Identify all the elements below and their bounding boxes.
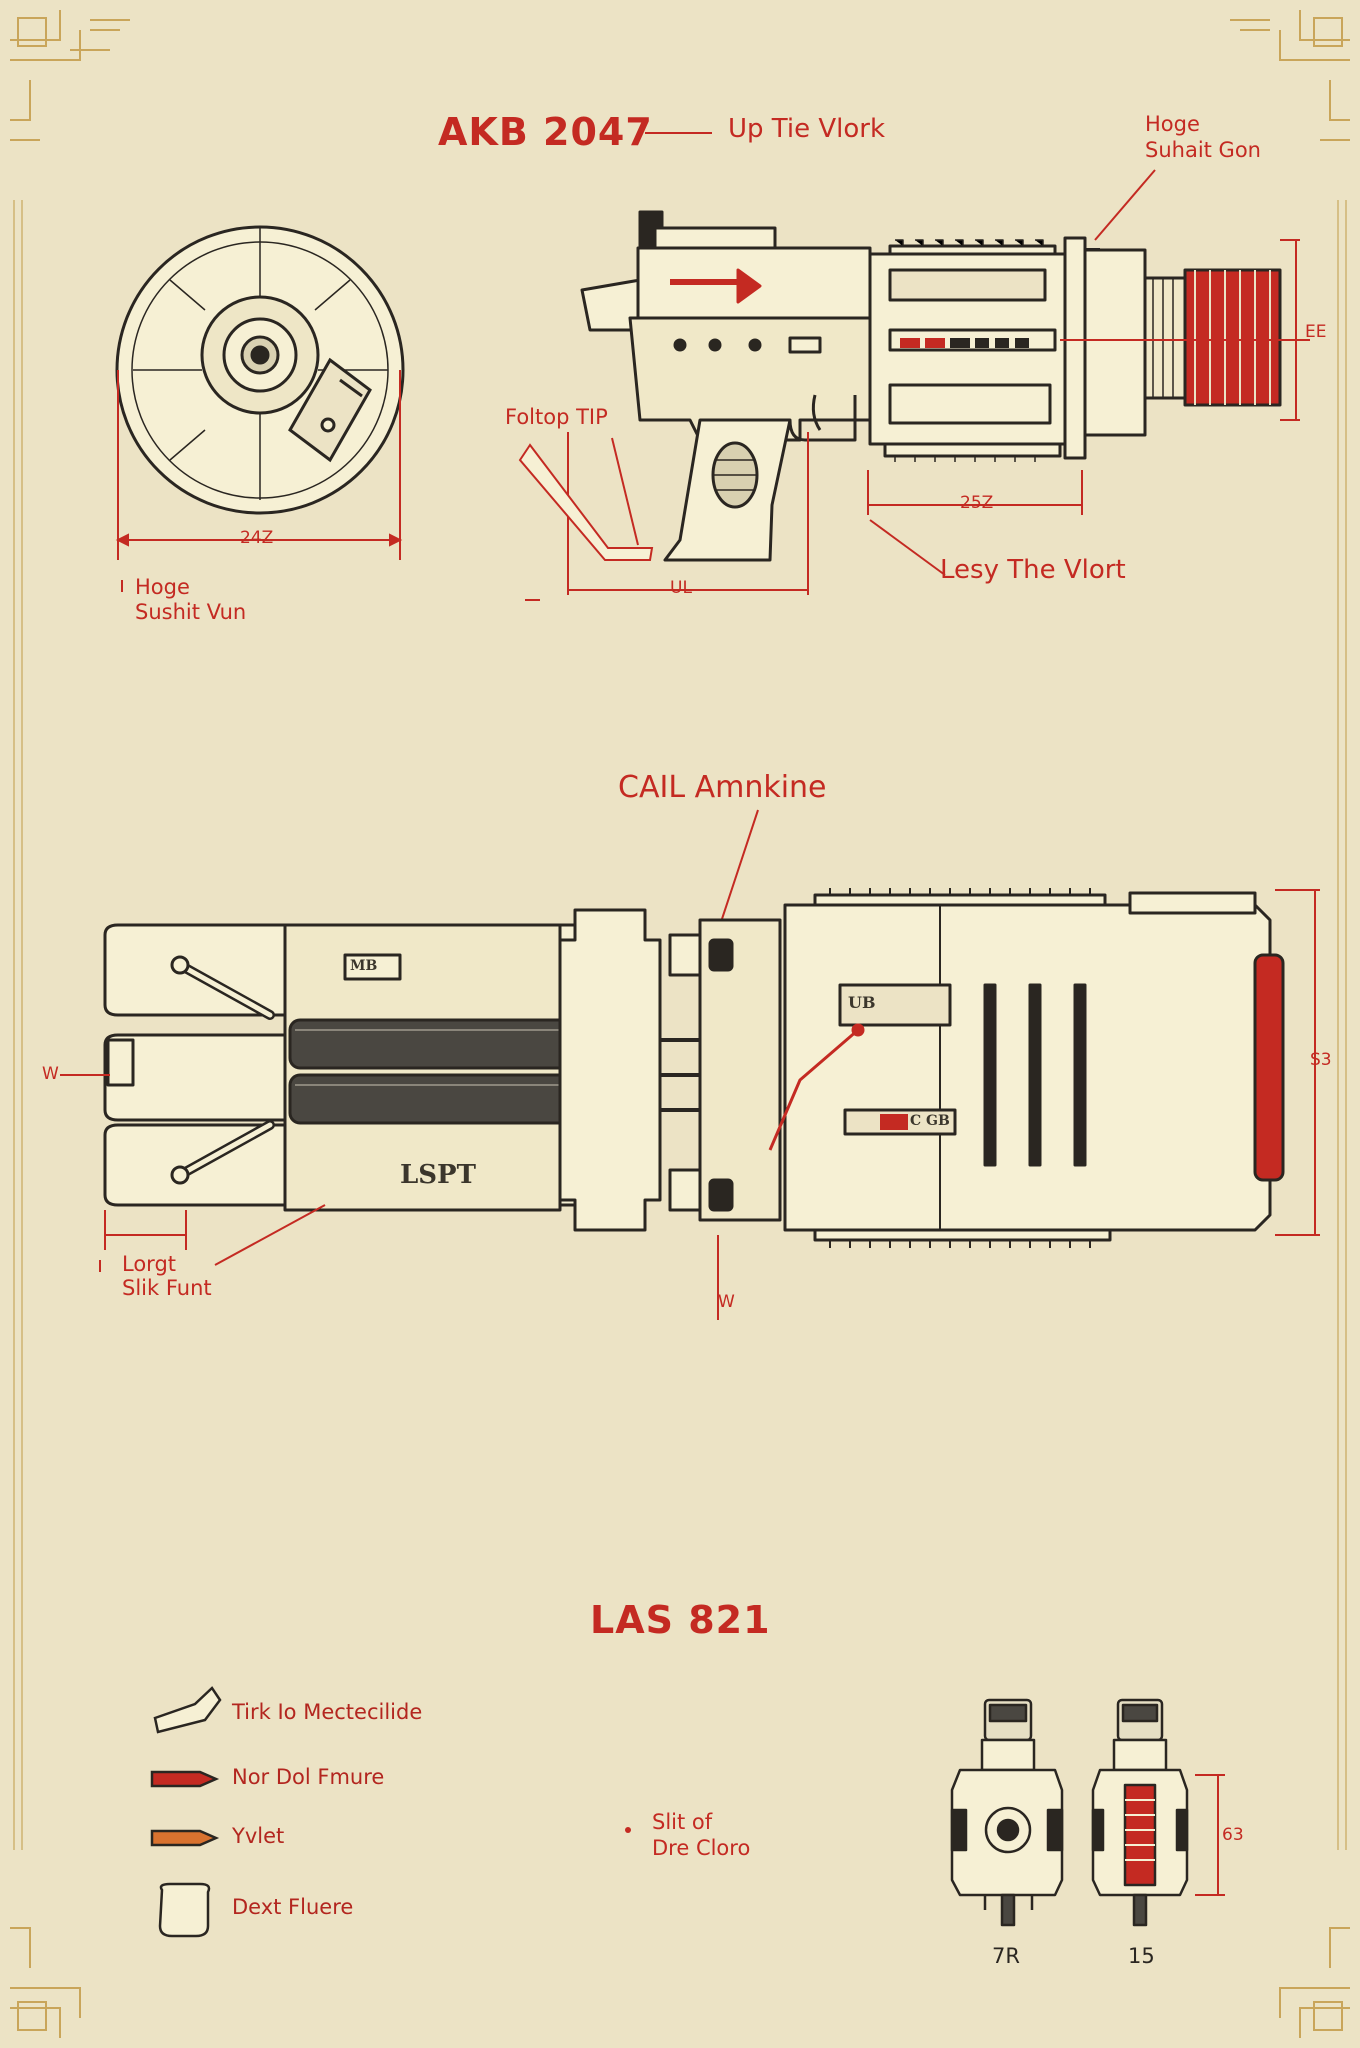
drum-magazine-drawing <box>115 225 405 515</box>
drum-dimension <box>115 370 403 592</box>
callout-bottom-right: Lesy The Vlort <box>940 555 1126 585</box>
corner-ornament-top-right <box>1230 10 1350 141</box>
cannon-side-marking: LSPT <box>400 1160 476 1190</box>
callout-top-right-line2: Suhait Gon <box>1145 138 1261 162</box>
center-note-line1: Slit of <box>652 1810 713 1834</box>
legend-item-2-label: Nor Dol Fmure <box>232 1765 385 1789</box>
section1-title-note: Up Tie Vlork <box>728 114 886 144</box>
section2-title: CAIL Amnkine <box>618 770 827 805</box>
dim-cannon-bottom: W <box>718 1292 735 1312</box>
outline-round-icon <box>153 1686 222 1734</box>
casing-icon <box>158 1882 211 1938</box>
front-view-label: 7R <box>992 1944 1020 1968</box>
center-note-marker <box>625 1827 631 1833</box>
side-trim-right <box>1337 200 1347 1850</box>
callout-drum-line1: Hoge <box>135 575 190 599</box>
callout-bottom-left-line1: Lorgt <box>122 1252 177 1276</box>
callout-trigger: Foltop TIP <box>505 405 608 429</box>
section1-title: AKB 2047 <box>438 110 653 154</box>
legend-item-4-label: Dext Fluere <box>232 1895 354 1919</box>
cartridge-front-view <box>950 1698 1064 1927</box>
cartridge-side-view <box>1091 1698 1189 1927</box>
dim-cartridge-side: 63 <box>1222 1825 1244 1845</box>
callout-drum-line2: Sushit Vun <box>135 600 247 624</box>
section3-title: LAS 821 <box>590 1598 771 1642</box>
center-note-line2: Dre Cloro <box>652 1836 751 1860</box>
callout-bottom-left-line2: Slik Funt <box>122 1276 212 1300</box>
dim-drum-width: 24Z <box>240 528 274 548</box>
legend-icons <box>150 1686 222 1938</box>
cannon-dimensions <box>60 889 1320 1320</box>
red-round-icon <box>150 1770 220 1788</box>
corner-ornament-bottom-left <box>10 1927 81 2038</box>
corner-ornament-bottom-right <box>1279 1927 1350 2038</box>
rotary-cannon-drawing <box>103 888 1285 1248</box>
orange-round-icon <box>150 1829 220 1847</box>
corner-ornament-top-left <box>10 10 130 141</box>
blaster-pistol-drawing <box>580 210 1282 562</box>
dim-grip: UL <box>670 578 692 598</box>
side-trim-left <box>13 200 23 1850</box>
dim-cannon-right: S3 <box>1310 1050 1332 1070</box>
callout-top-right-line1: Hoge <box>1145 112 1200 136</box>
cail-leader <box>719 809 759 926</box>
dim-barrel: 25Z <box>960 493 994 513</box>
cartridge-dimension <box>1195 1774 1225 1896</box>
cannon-left-tick: W <box>42 1064 59 1084</box>
side-view-label: 15 <box>1128 1944 1155 1968</box>
cannon-panel-a: MB <box>350 958 378 974</box>
blaster-dimensions <box>518 169 1310 601</box>
dim-height: EE <box>1305 322 1327 342</box>
legend-item-1-label: Tirk Io Mectecilide <box>232 1700 423 1724</box>
legend-item-3-label: Yvlet <box>232 1824 285 1848</box>
cannon-panel-b: UB <box>848 993 876 1012</box>
cannon-panel-c: C GB <box>910 1113 950 1129</box>
